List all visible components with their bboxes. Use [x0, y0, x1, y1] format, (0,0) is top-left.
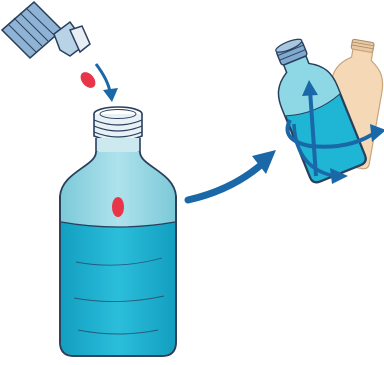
horizontal-rotation-arrow-head: [370, 124, 384, 142]
drop-in-bottle: [112, 197, 124, 217]
falling-drop: [78, 69, 99, 91]
large-bottle-icon: [60, 107, 176, 356]
bottle-threads: [94, 107, 142, 141]
vial-body: [2, 2, 62, 58]
rotating-bottles-group: [259, 31, 384, 185]
small-vial-icon: [2, 2, 90, 58]
bottle-liquid: [61, 222, 175, 355]
pour-arrow-shaft: [96, 64, 110, 92]
transfer-arrow-shaft: [188, 164, 262, 200]
pour-arrow-head: [103, 88, 118, 102]
